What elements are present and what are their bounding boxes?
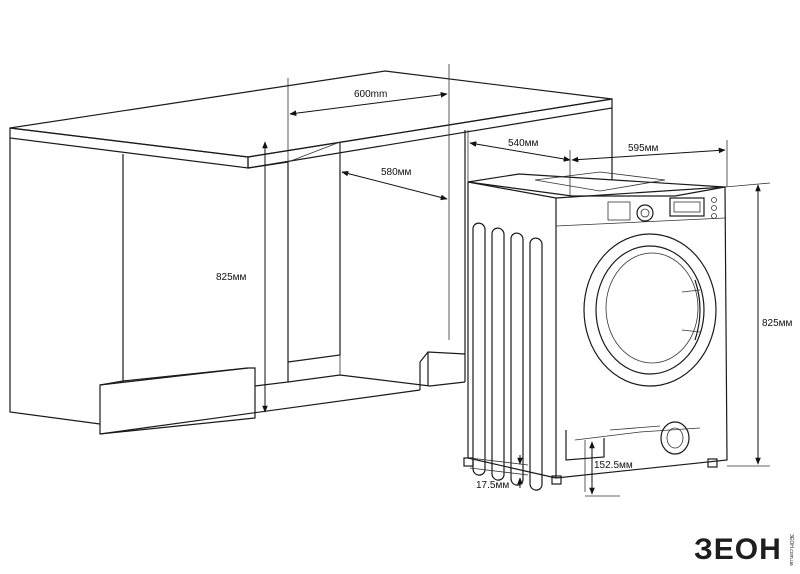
countertop-front-edge — [9, 127, 249, 169]
machine-top — [467, 173, 726, 197]
filter-cover — [660, 421, 690, 455]
niche-dimensions: 600mm 580мм 825мм — [216, 89, 448, 413]
door-inner-ring — [595, 245, 705, 375]
niche-inner-partition — [287, 142, 341, 363]
button-icon — [711, 213, 717, 219]
machine-front-panel — [555, 186, 728, 479]
display-screen — [669, 197, 705, 217]
label-niche-width: 600mm — [354, 89, 387, 100]
side-ribs — [472, 222, 543, 491]
logo-text: ЗЕОН — [694, 533, 782, 566]
logo-subtext: ЗЕОН.com.ua — [788, 534, 794, 566]
dim-line-niche-depth — [341, 170, 448, 201]
dim-line-niche-width — [289, 92, 448, 116]
machine-foot — [463, 457, 474, 467]
program-knob-icon — [636, 204, 654, 222]
machine-dimensions: 540мм 595мм 825мм 17.5мм 152.5мм — [469, 138, 793, 495]
cabinet-front-panel — [122, 154, 249, 382]
cabinet-left-side — [9, 138, 101, 425]
door-glass — [605, 252, 699, 364]
niche-floor — [287, 374, 466, 387]
cabinet-plinth — [99, 367, 256, 435]
machine-foot — [551, 475, 562, 485]
machine-door — [583, 233, 717, 387]
button-icon — [711, 197, 717, 203]
detergent-panel-top — [534, 171, 666, 192]
dim-line-machine-width — [571, 147, 726, 163]
zeon-logo: ЗЕОН ЗЕОН.com.ua — [694, 533, 794, 566]
machine-foot — [707, 458, 718, 468]
label-niche-height: 825мм — [216, 272, 247, 283]
machine-bottom — [565, 421, 701, 461]
washing-machine — [463, 130, 771, 497]
door-handle — [694, 279, 701, 341]
label-machine-depth: 540мм — [508, 138, 539, 149]
machine-left-side — [467, 182, 557, 479]
kitchen-cabinet — [9, 64, 613, 435]
label-machine-height: 825мм — [762, 318, 793, 329]
detergent-drawer — [607, 201, 631, 221]
niche-floor-step — [419, 351, 466, 363]
button-icon — [711, 205, 717, 211]
niche-back-wall-left — [247, 161, 289, 387]
label-foot-height: 17.5мм — [476, 480, 509, 491]
dim-line-machine-depth — [469, 141, 571, 162]
label-foot-offset: 152.5мм — [594, 460, 633, 471]
door-outer-ring — [583, 233, 717, 387]
label-machine-width: 595мм — [628, 143, 659, 154]
control-panel — [555, 197, 726, 227]
label-niche-depth: 580мм — [381, 167, 412, 178]
